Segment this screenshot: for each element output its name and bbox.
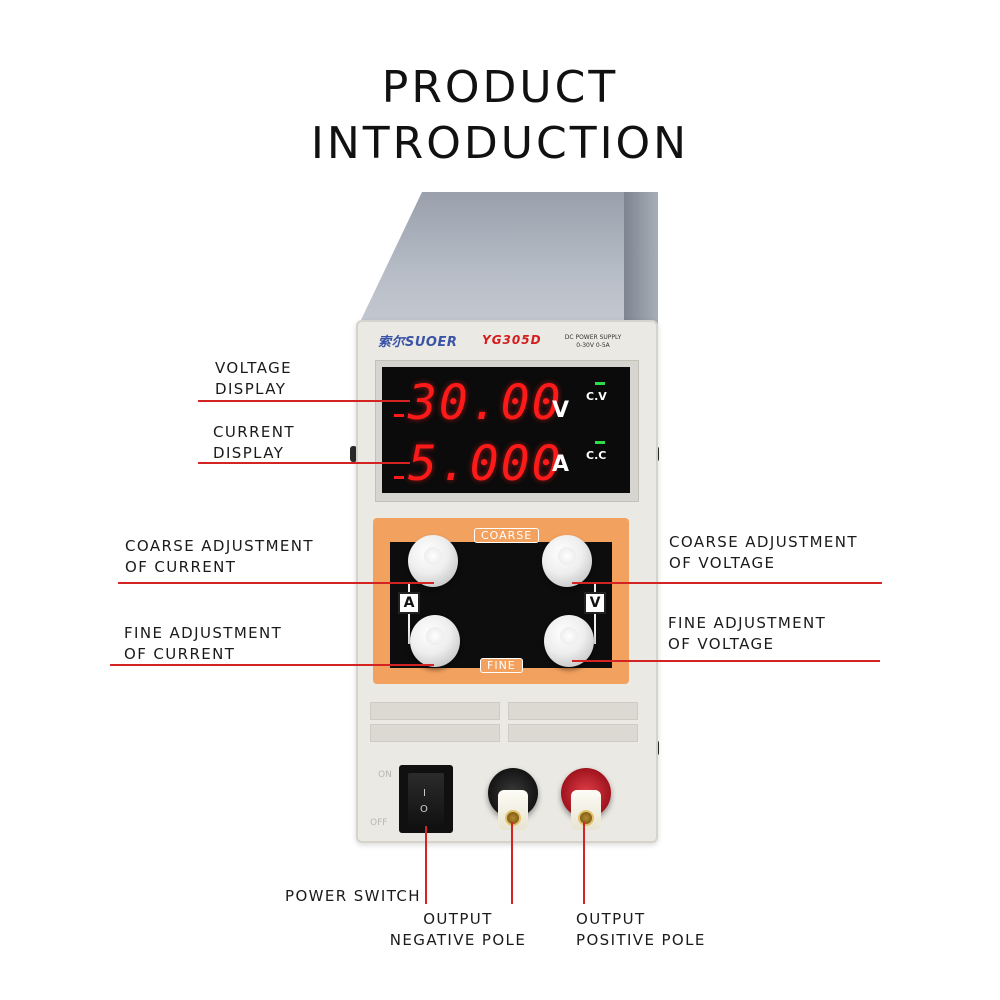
- label-fine-voltage-line1: FINE ADJUSTMENT: [668, 614, 827, 632]
- label-current-display: CURRENT DISPLAY: [213, 422, 295, 464]
- negative-terminal-hole: [505, 810, 521, 826]
- coarse-current-knob[interactable]: [408, 535, 458, 587]
- channel-a-label: A: [398, 592, 420, 614]
- label-power-switch: POWER SWITCH: [285, 886, 421, 907]
- callout-line-positive-pole: [583, 822, 585, 904]
- display-dash: [394, 414, 404, 417]
- fine-voltage-knob[interactable]: [544, 615, 594, 667]
- label-coarse-current: COARSE ADJUSTMENT OF CURRENT: [125, 536, 314, 578]
- callout-line-fine-voltage: [572, 660, 880, 662]
- vent-slot: [508, 724, 638, 742]
- label-voltage-display-line1: VOLTAGE: [215, 359, 292, 377]
- cv-led: [595, 382, 605, 385]
- current-unit: A: [552, 452, 570, 477]
- switch-o-mark: O: [420, 804, 428, 815]
- positive-terminal-hole: [578, 810, 594, 826]
- switch-on-label: ON: [378, 770, 392, 780]
- channel-v-label: V: [584, 592, 606, 614]
- vent-slot: [508, 702, 638, 720]
- label-coarse-voltage: COARSE ADJUSTMENT OF VOLTAGE: [669, 532, 858, 574]
- spec-line2: 0-30V 0-5A: [576, 342, 610, 349]
- voltage-reading: 30.00: [408, 375, 563, 431]
- spec-text: DC POWER SUPPLY 0-30V 0-5A: [558, 334, 628, 350]
- switch-i-mark: I: [423, 788, 426, 799]
- side-bolt: [350, 446, 357, 462]
- switch-off-label: OFF: [370, 818, 388, 828]
- label-fine-current-line2: OF CURRENT: [124, 645, 236, 663]
- cc-led: [595, 441, 605, 444]
- cv-indicator: C.V: [586, 390, 607, 403]
- callout-line-fine-current: [110, 664, 434, 666]
- coarse-tag: COARSE: [474, 528, 540, 543]
- label-fine-voltage: FINE ADJUSTMENT OF VOLTAGE: [668, 613, 826, 655]
- callout-line-coarse-current: [118, 582, 434, 584]
- fine-current-knob[interactable]: [410, 615, 460, 667]
- page-title-line1: PRODUCT: [381, 62, 619, 113]
- label-current-display-line2: DISPLAY: [213, 444, 285, 462]
- label-positive-pole: OUTPUT POSITIVE POLE: [576, 909, 706, 951]
- label-negative-pole: OUTPUT NEGATIVE POLE: [389, 909, 527, 951]
- current-reading: 5.000: [408, 436, 563, 492]
- coarse-voltage-knob[interactable]: [542, 535, 592, 587]
- label-positive-pole-line2: POSITIVE POLE: [576, 931, 706, 949]
- voltage-unit: V: [552, 398, 570, 423]
- device-top-cover: [360, 192, 658, 322]
- device-side-cover: [624, 192, 658, 332]
- callout-line-current-display: [198, 462, 410, 464]
- label-negative-pole-line2: NEGATIVE POLE: [389, 931, 527, 949]
- spec-line1: DC POWER SUPPLY: [564, 334, 622, 341]
- model-number: YG305D: [482, 333, 542, 347]
- brand-logo: 索尔SUOER: [378, 335, 458, 350]
- label-power-switch-text: POWER SWITCH: [285, 887, 421, 905]
- display-dash: [394, 476, 404, 479]
- vent-slot: [370, 702, 500, 720]
- label-positive-pole-line1: OUTPUT: [576, 910, 646, 928]
- callout-line-negative-pole: [511, 822, 513, 904]
- led-display: [382, 367, 630, 493]
- label-negative-pole-line1: OUTPUT: [423, 910, 493, 928]
- cc-indicator: C.C: [586, 449, 607, 462]
- label-fine-current: FINE ADJUSTMENT OF CURRENT: [124, 623, 282, 665]
- label-coarse-voltage-line1: COARSE ADJUSTMENT: [669, 533, 858, 551]
- label-fine-current-line1: FINE ADJUSTMENT: [124, 624, 283, 642]
- vent-slot: [370, 724, 500, 742]
- callout-line-coarse-voltage: [572, 582, 882, 584]
- label-voltage-display-line2: DISPLAY: [215, 380, 287, 398]
- fine-tag: FINE: [480, 658, 523, 673]
- callout-line-voltage-display: [198, 400, 410, 402]
- label-coarse-current-line1: COARSE ADJUSTMENT: [125, 537, 314, 555]
- label-coarse-current-line2: OF CURRENT: [125, 558, 237, 576]
- power-switch-rocker[interactable]: [408, 773, 444, 825]
- label-coarse-voltage-line2: OF VOLTAGE: [669, 554, 776, 572]
- label-voltage-display: VOLTAGE DISPLAY: [215, 358, 292, 400]
- page-title-line2: INTRODUCTION: [310, 118, 690, 169]
- label-fine-voltage-line2: OF VOLTAGE: [668, 635, 775, 653]
- callout-line-power-switch: [425, 826, 427, 904]
- label-current-display-line1: CURRENT: [213, 423, 295, 441]
